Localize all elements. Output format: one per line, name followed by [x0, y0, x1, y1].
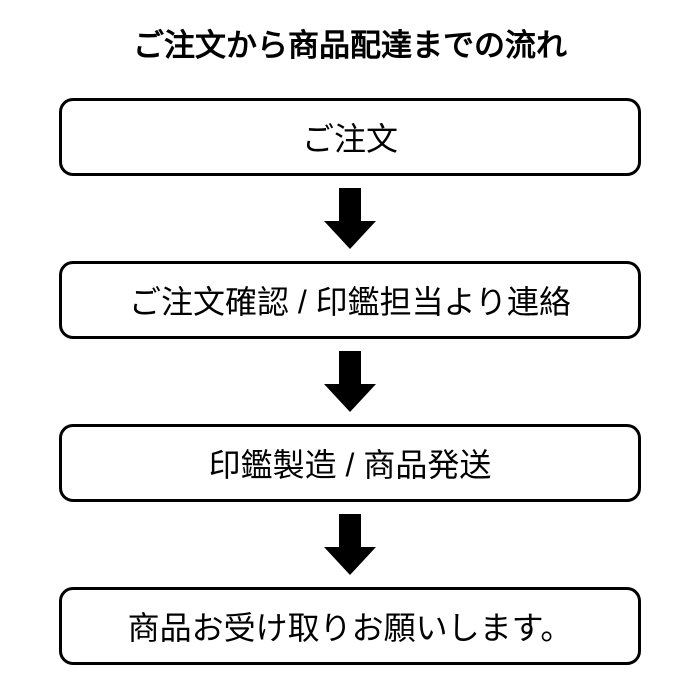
down-arrow-shape	[324, 351, 376, 412]
flow-step-confirmation: ご注文確認 / 印鑑担当より連絡	[59, 261, 641, 339]
flow-step-receive: 商品お受け取りお願いします。	[59, 587, 641, 665]
flow-step-manufacture-ship-label: 印鑑製造 / 商品発送	[208, 447, 492, 483]
flow-step-manufacture-ship: 印鑑製造 / 商品発送	[59, 424, 641, 502]
down-arrow-shape	[324, 514, 376, 575]
down-arrow-icon	[324, 188, 376, 249]
down-arrow-icon	[324, 514, 376, 575]
flow-step-order: ご注文	[59, 98, 641, 176]
page-title: ご注文から商品配達までの流れ	[133, 28, 567, 63]
down-arrow-shape	[324, 188, 376, 249]
down-arrow-icon	[324, 351, 376, 412]
flow-step-confirmation-label: ご注文確認 / 印鑑担当より連絡	[128, 284, 572, 320]
flow-step-order-label: ご注文	[301, 121, 398, 157]
flow-step-receive-label: 商品お受け取りお願いします。	[127, 610, 573, 646]
